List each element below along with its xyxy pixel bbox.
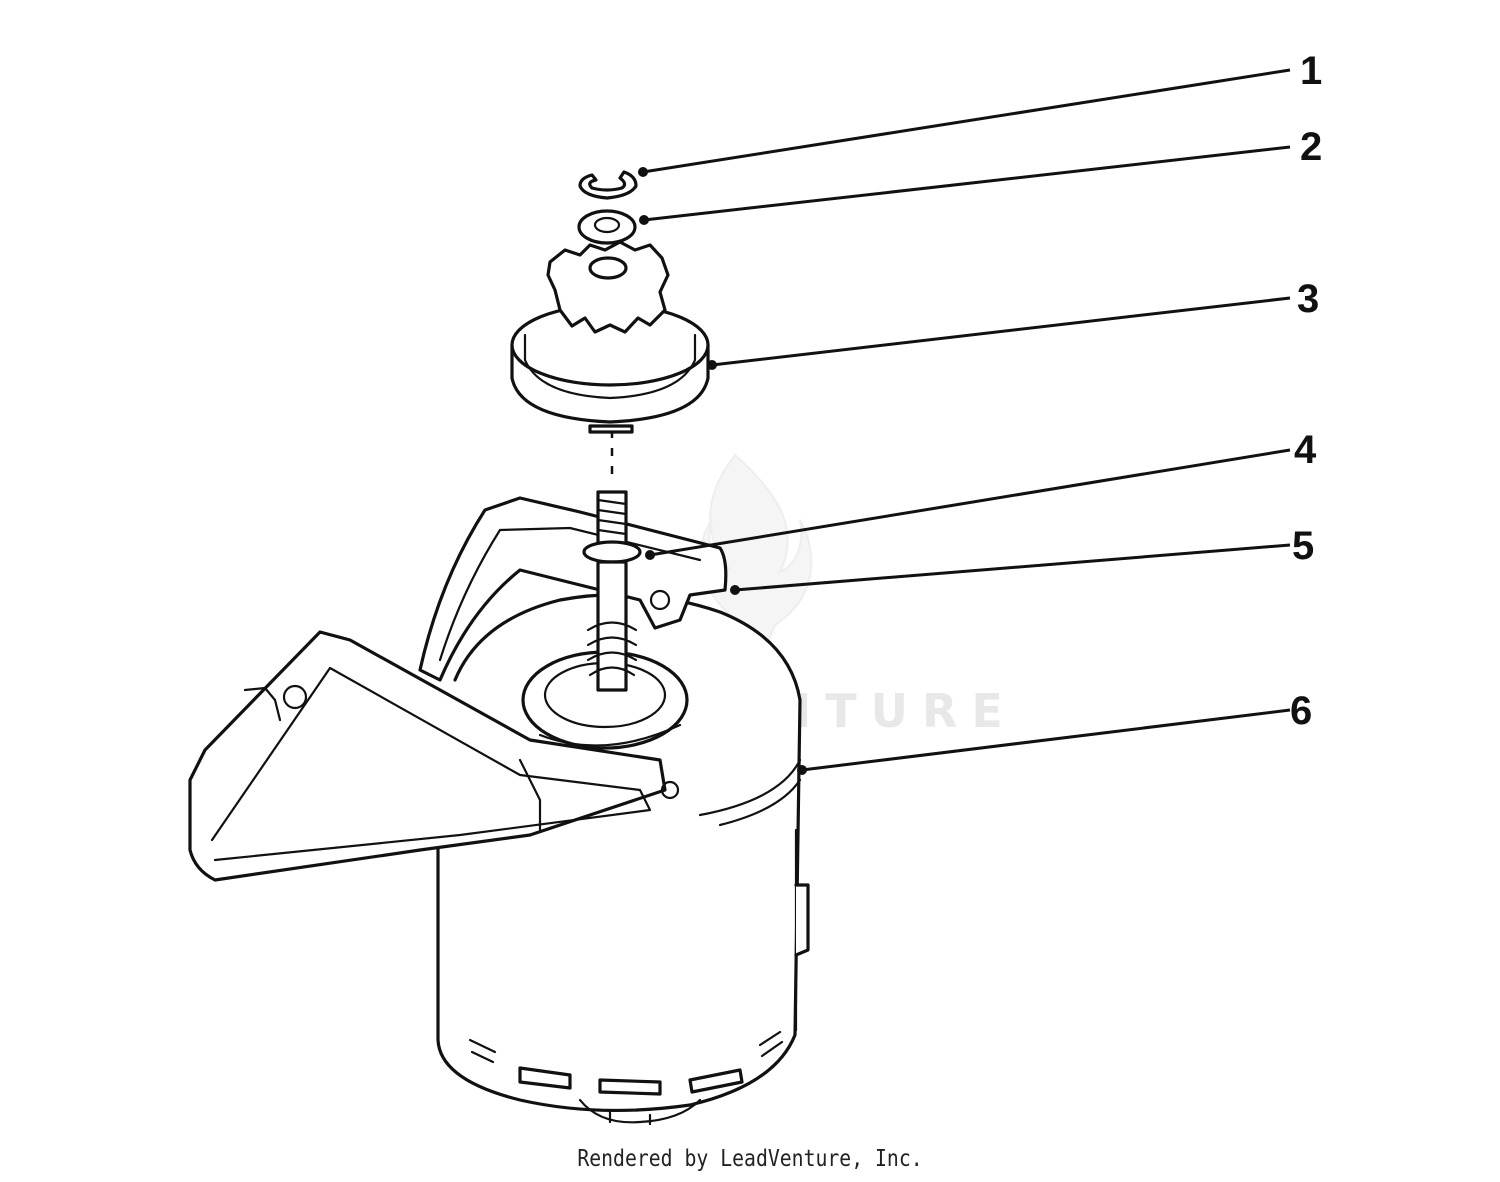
leader-line-6: [801, 708, 1291, 772]
leader-line-2: [643, 145, 1291, 222]
drive-shaft: [582, 490, 642, 692]
leader-line-4: [649, 448, 1291, 557]
washer: [577, 209, 637, 245]
leader-dot-6: [797, 765, 807, 775]
leader-dot-1: [638, 167, 648, 177]
pinion-gear: [510, 240, 710, 434]
callout-1: 1: [1300, 49, 1322, 93]
flame-logo-icon: [699, 453, 813, 663]
leader-dot-2: [639, 215, 649, 225]
leader-dot-5: [730, 585, 740, 595]
retaining-ring: [578, 170, 638, 200]
mounting-bracket: [188, 496, 728, 882]
render-credit: Rendered by LeadVenture, Inc.: [577, 1146, 923, 1172]
callout-5: 5: [1292, 524, 1314, 568]
callout-6: 6: [1290, 689, 1312, 733]
leader-line-5: [734, 543, 1291, 592]
callout-labels: 1 2 3 4 5 6: [1290, 49, 1322, 733]
leader-line-1: [642, 68, 1291, 174]
leader-line-3: [711, 296, 1291, 367]
motor-housing: [436, 593, 810, 1126]
leader-lines: [638, 68, 1291, 775]
callout-4: 4: [1294, 428, 1317, 472]
callout-3: 3: [1297, 277, 1319, 321]
leader-dot-3: [707, 360, 717, 370]
callout-2: 2: [1300, 125, 1322, 169]
leader-dot-4: [645, 550, 655, 560]
